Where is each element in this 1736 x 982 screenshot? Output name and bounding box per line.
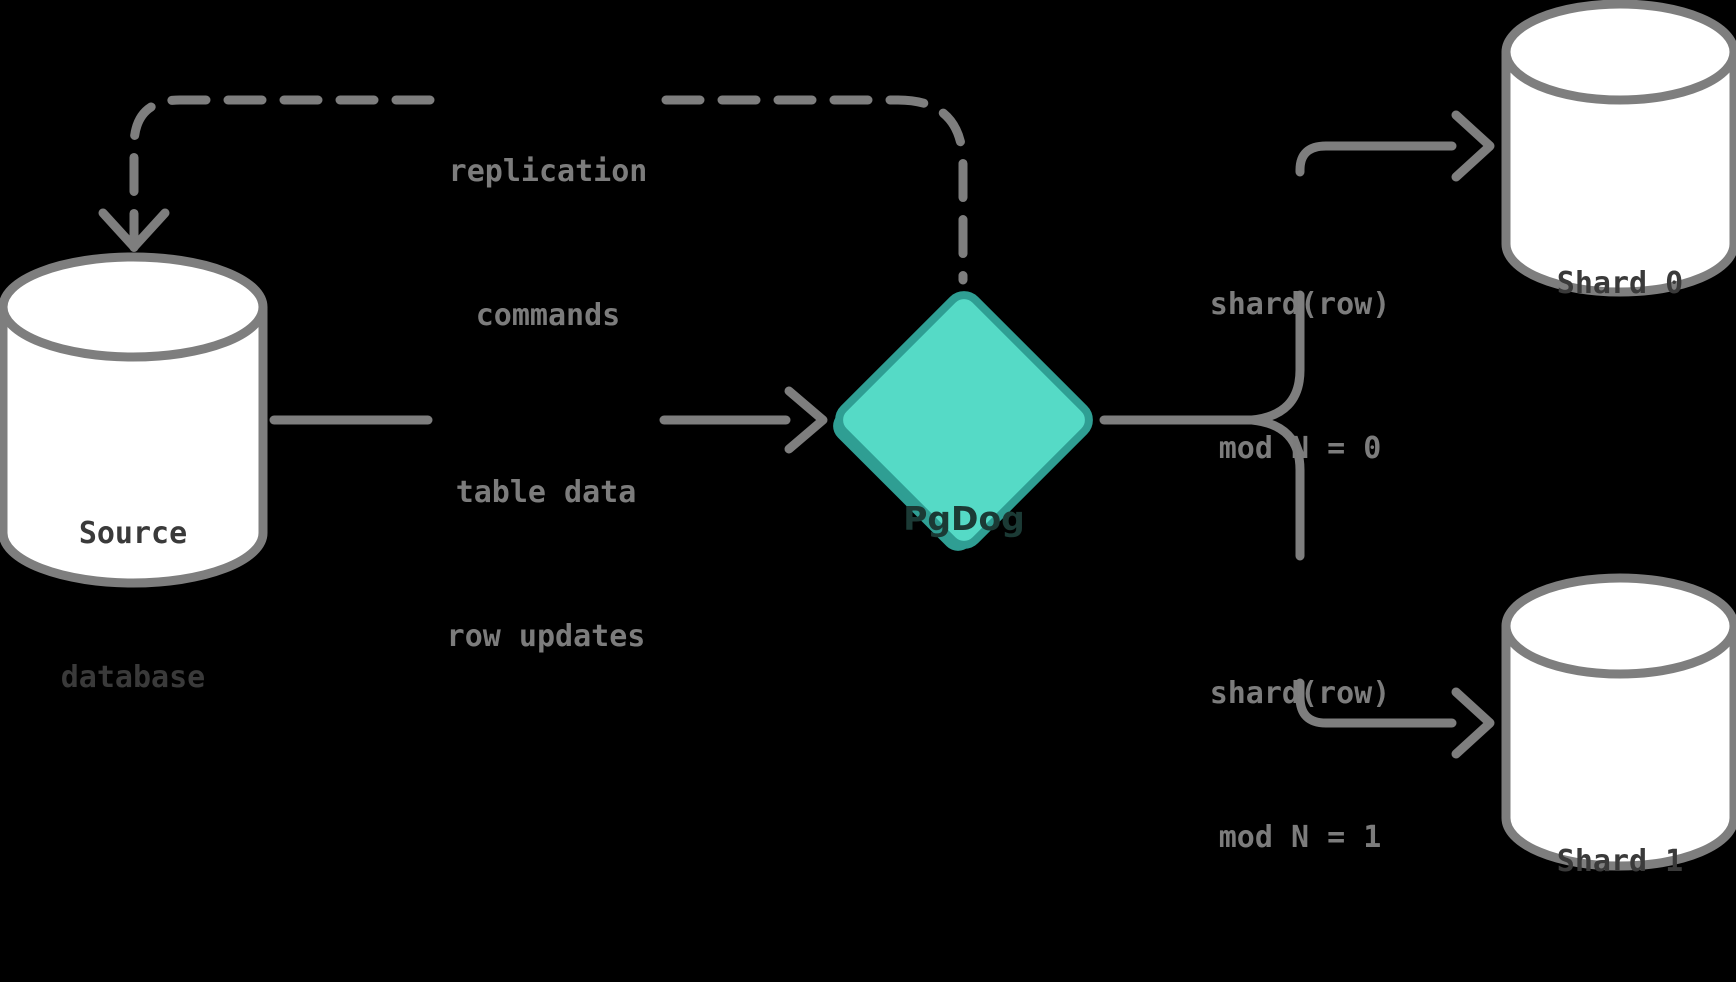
pgdog-label: PgDog <box>903 499 1025 538</box>
shard0-cylinder-icon <box>1501 0 1736 297</box>
replication-label: replication commands <box>449 52 648 436</box>
shard0-route-label-line1: shard(row) <box>1209 287 1391 322</box>
shard0-connector <box>1295 141 1457 177</box>
replication-label-line1: replication <box>448 154 648 189</box>
replication-label-line2: commands <box>475 298 621 333</box>
pgdog-diamond-icon <box>833 291 1093 551</box>
replication-dashed-line-right <box>661 95 968 285</box>
source-database-label-line2: database <box>60 660 206 695</box>
replication-dashed-line-left <box>129 95 435 254</box>
shard1-route-label-line1: shard(row) <box>1209 676 1391 711</box>
source-database-label: Source database <box>61 414 206 798</box>
shard1-route-label-line2: mod N = 1 <box>1218 820 1382 855</box>
arrow-right-icon <box>1451 687 1495 759</box>
shard1-route-label: shard(row) mod N = 1 <box>1210 574 1391 958</box>
replication-edge <box>98 95 968 285</box>
shard0-route-edge <box>1295 110 1495 182</box>
table-data-label-line1: table data <box>455 475 637 510</box>
source-database-label-line1: Source <box>78 516 188 551</box>
arrow-right-icon <box>1451 110 1495 182</box>
sharding-diagram: replication commands table data row upda… <box>0 0 1736 879</box>
shard1-cylinder-icon <box>1501 573 1736 871</box>
shard0-route-label: shard(row) mod N = 0 <box>1210 185 1391 569</box>
shard1-route-edge <box>1295 678 1495 759</box>
fork-edge <box>1099 290 1305 561</box>
table-data-edge <box>269 386 828 454</box>
source-database-cylinder-icon <box>0 252 268 588</box>
table-data-label: table data row updates <box>447 373 646 757</box>
arrow-down-icon <box>98 208 170 252</box>
diagram-artwork <box>0 0 1736 871</box>
shard1-connector <box>1295 678 1457 728</box>
arrow-right-icon <box>784 386 828 454</box>
fork-down-branch <box>1247 415 1305 561</box>
table-data-label-line2: row updates <box>446 619 646 654</box>
shard1-label: Shard 1 <box>1556 844 1684 879</box>
shard0-route-label-line2: mod N = 0 <box>1218 431 1382 466</box>
shard0-label: Shard 0 <box>1556 266 1684 301</box>
